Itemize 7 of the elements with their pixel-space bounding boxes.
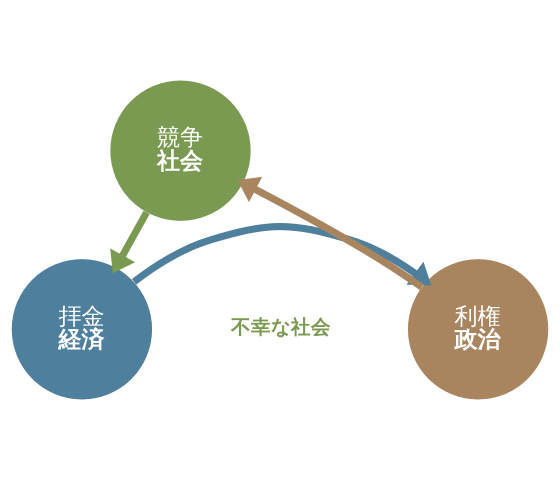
label: 不幸な社会 <box>231 315 332 338</box>
node-circle: 利権 政治 <box>408 259 548 400</box>
arrow <box>132 223 432 286</box>
node-circle: 競争 社会 <box>110 80 251 221</box>
arrow <box>237 176 424 290</box>
node-circle: 拝金 経済 <box>12 259 152 400</box>
arrow <box>110 210 150 274</box>
